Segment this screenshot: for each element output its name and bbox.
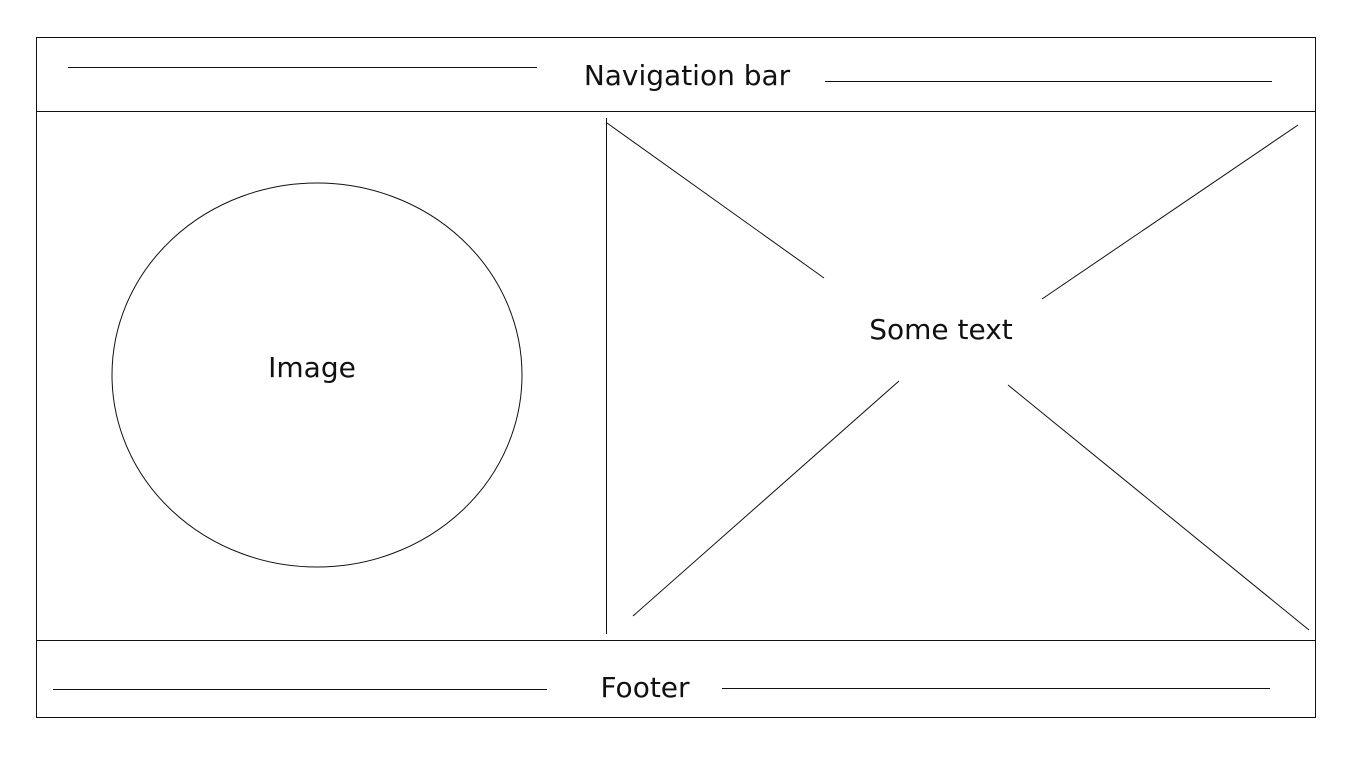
- footer-label: Footer: [600, 671, 690, 704]
- text-panel-cross-line-top-right: [1041, 124, 1299, 300]
- navigation-bar-box: [36, 37, 1316, 112]
- image-placeholder-circle: [111, 182, 523, 568]
- text-panel-cross-line-bottom-right: [1007, 384, 1310, 631]
- navigation-bar-label: Navigation bar: [583, 59, 791, 92]
- some-text-label: Some text: [869, 313, 1013, 346]
- text-panel-cross-line-top-left: [606, 122, 825, 279]
- image-label: Image: [268, 351, 356, 384]
- footer-box: [36, 640, 1316, 718]
- text-panel-cross-line-bottom-left: [632, 380, 900, 617]
